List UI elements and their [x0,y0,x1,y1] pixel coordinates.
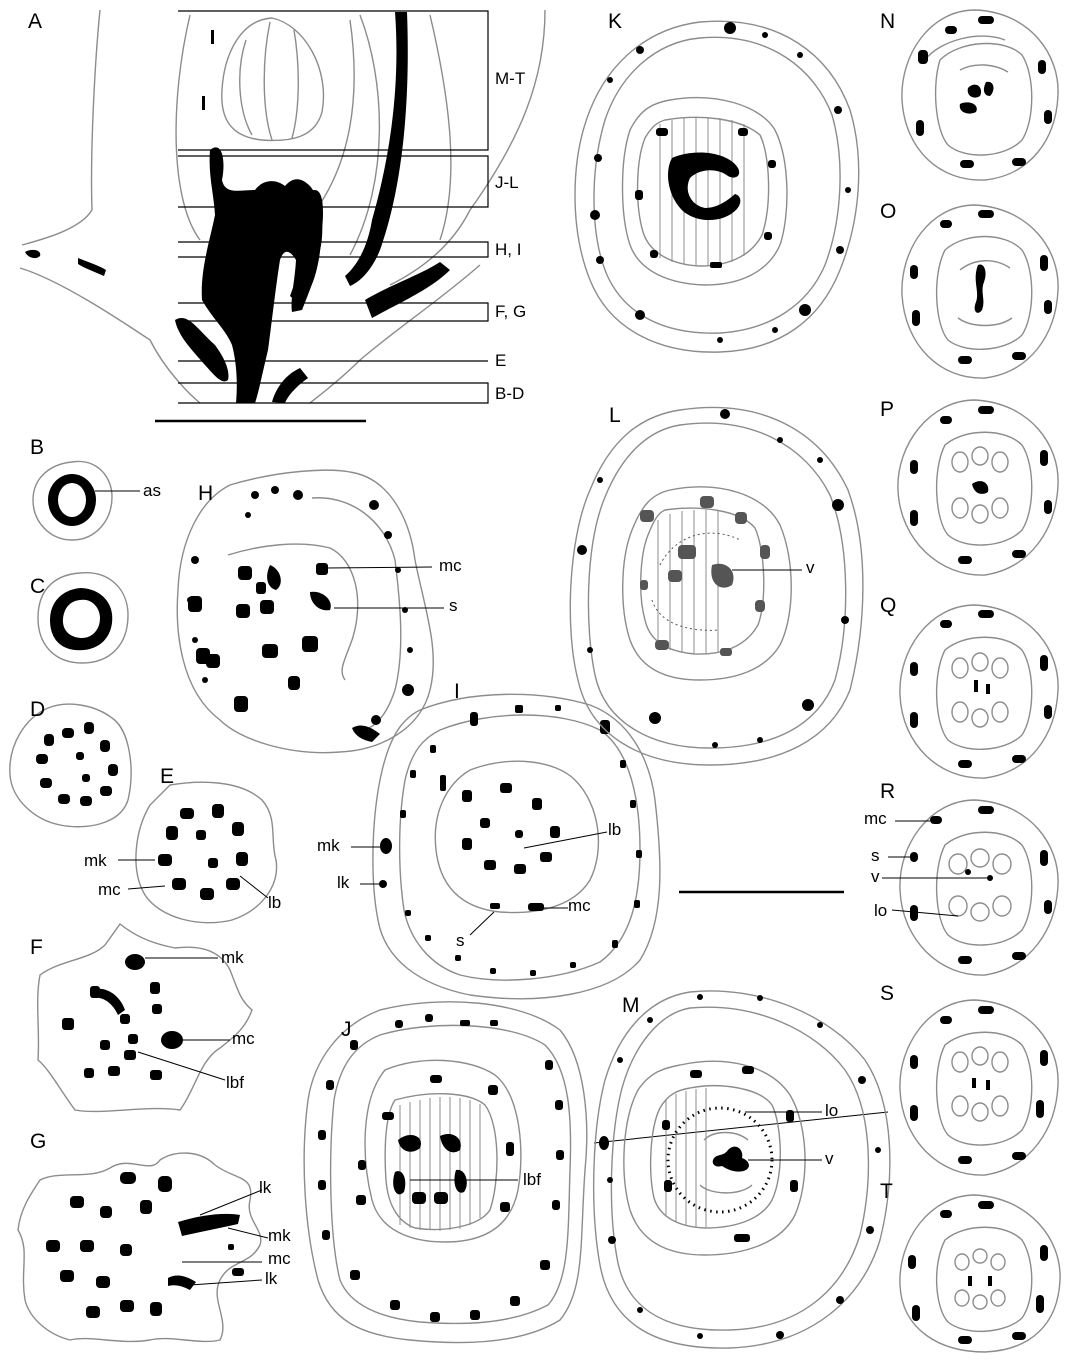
panel-label-t: T [880,1180,893,1204]
panel-label-h: H [198,482,213,506]
panel-label-e: E [160,765,174,789]
label-m-v: v [825,1149,834,1169]
level-label-e: E [495,351,506,371]
panel-label-b: B [30,436,44,460]
level-label-f-g: F, G [495,302,526,322]
label-m-lo: lo [825,1101,838,1121]
stem-outline-left-lower [20,268,200,403]
label-i-lk: lk [337,873,349,893]
panel-label-l: L [609,404,621,428]
level-label-j-l: J-L [495,173,519,193]
panel-l-section [570,408,863,765]
panel-t-section [900,1195,1060,1352]
level-label-m-t: M-T [495,69,525,89]
label-j-lbf: lbf [523,1170,541,1190]
panel-label-g: G [30,1130,46,1154]
panel-label-f: F [30,936,43,960]
panel-label-n: N [880,10,895,34]
label-h-s: s [449,596,458,616]
panel-label-p: P [880,398,894,422]
label-i-mk: mk [317,836,340,856]
label-i-s: s [456,931,465,951]
label-r-v: v [871,867,880,887]
panel-label-j: J [341,1018,352,1042]
level-label-b-d: B-D [495,384,524,404]
label-i-mc: mc [568,896,591,916]
panel-g-section [18,1153,268,1341]
panel-m-section [594,991,890,1348]
label-r-mc: mc [864,809,887,829]
panel-label-a: A [28,10,42,34]
panel-label-c: C [30,575,45,599]
label-e-mc: mc [98,880,121,900]
panel-a-longitudinal-section [20,10,545,421]
panel-label-i: I [454,680,460,704]
label-e-lb: lb [268,893,281,913]
panel-s-section [900,1000,1058,1175]
panel-d-section [10,704,131,827]
panel-o-section [902,205,1058,378]
panel-label-d: D [30,698,45,722]
panel-n-section [902,10,1058,180]
label-g-mk: mk [268,1226,291,1246]
panel-q-section [900,605,1058,778]
panel-r-section [882,800,1058,975]
panel-f-section [38,924,252,1111]
panel-label-q: Q [880,594,896,618]
panel-j-section [304,1002,888,1343]
panel-label-k: K [608,10,622,34]
panel-h-section [177,470,444,752]
label-f-lbf: lbf [226,1073,244,1093]
label-g-lk-lower: lk [265,1269,277,1289]
label-h-mc: mc [439,556,462,576]
panel-label-s: S [880,982,894,1006]
stem-outline-left [22,10,100,245]
panel-p-section [898,400,1058,575]
level-label-h-i: H, I [495,240,521,260]
label-r-lo: lo [874,901,887,921]
bud-outline [222,18,324,140]
label-r-s: s [871,846,880,866]
label-g-mc: mc [268,1249,291,1269]
panel-label-m: M [622,994,640,1018]
label-g-lk-upper: lk [259,1178,271,1198]
label-f-mk: mk [221,948,244,968]
label-f-mc: mc [232,1029,255,1049]
stem-outline-right [390,10,545,285]
panel-label-o: O [880,200,896,224]
label-as: as [143,481,161,501]
label-e-mk: mk [84,851,107,871]
label-i-lb: lb [608,820,621,840]
label-l-v: v [806,558,815,578]
panel-b-section [33,461,140,540]
panel-k-section [575,21,859,352]
panel-c-section [38,573,128,663]
panel-label-r: R [880,780,895,804]
panel-e-section [118,782,277,923]
